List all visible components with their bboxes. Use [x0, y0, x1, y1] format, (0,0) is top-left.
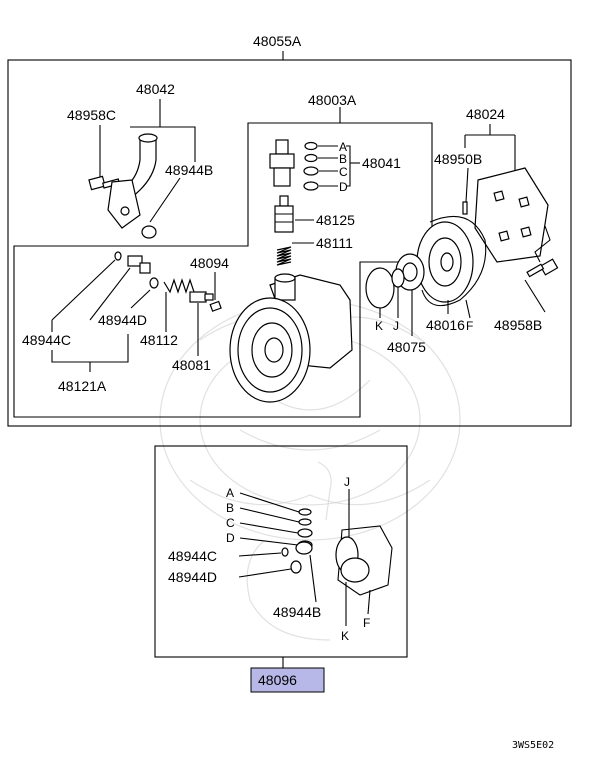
cam-ring-48016 [416, 221, 474, 303]
kit-label-F: F [363, 616, 370, 630]
kit-label-box [250, 667, 325, 693]
pump-body [269, 273, 353, 369]
kit-o-ring-48944B [295, 541, 313, 555]
label-48003A: 48003A [308, 92, 357, 108]
label-48081: 48081 [172, 357, 211, 373]
kit-label-C: C [226, 516, 235, 530]
kit-label-B: B [226, 501, 234, 515]
label-48094: 48094 [190, 255, 229, 271]
pin-48950B [462, 201, 468, 215]
kit-label-J: J [344, 475, 350, 489]
drawing-code: 3WS5E02 [512, 740, 554, 751]
o-ring-48944B-top [141, 225, 157, 239]
label-48950B: 48950B [434, 151, 482, 167]
assembly-label: 48055A [253, 33, 302, 49]
seal-set-A-D [303, 141, 319, 191]
kit-gasket-F [337, 525, 393, 596]
seal-label-D: D [339, 180, 348, 194]
o-ring-48944C-top [114, 251, 122, 261]
seal-label-B: B [339, 152, 347, 166]
label-48944B-top: 48944B [165, 162, 213, 178]
spool-48125 [274, 195, 294, 233]
pipe-48042 [107, 133, 158, 229]
pulley [229, 297, 311, 403]
seal-label-K: K [375, 319, 383, 333]
kit-label-A: A [226, 486, 234, 500]
label-48075: 48075 [387, 339, 426, 355]
label-48111: 48111 [316, 235, 353, 251]
bolt-48958B [526, 258, 559, 278]
plug-48081 [189, 291, 222, 312]
kit-label-48944B: 48944B [273, 604, 321, 620]
kit-label-48944C: 48944C [168, 548, 217, 564]
spring-48111 [276, 246, 292, 266]
label-48121A: 48121A [58, 378, 107, 394]
seal-label-C: C [339, 165, 348, 179]
kit-label-48944D: 48944D [168, 569, 217, 585]
valve-48041 [269, 139, 295, 187]
label-48041: 48041 [362, 155, 401, 171]
label-48112: 48112 [140, 332, 178, 348]
gasket-F [421, 215, 487, 307]
label-48042: 48042 [136, 81, 175, 97]
label-48958C: 48958C [67, 107, 116, 123]
o-ring-J [391, 268, 405, 288]
label-48125: 48125 [316, 212, 355, 228]
seal-label-J: J [393, 319, 399, 333]
fitting-48121A [127, 255, 151, 274]
kit-o-ring-48944C [281, 547, 289, 557]
label-48958B: 48958B [494, 317, 542, 333]
o-ring-48944D-top [149, 277, 159, 289]
rear-cover-48024 [474, 167, 549, 263]
kit-frame [154, 445, 408, 658]
label-48944C-top: 48944C [22, 332, 71, 348]
seal-label-A: A [339, 140, 347, 154]
kit-o-ring-K [340, 557, 370, 583]
spring-48112 [163, 278, 195, 294]
kit-label: 48096 [258, 672, 297, 688]
kit-label-K: K [341, 629, 349, 643]
o-ring-K [365, 267, 395, 309]
kit-label-D: D [226, 531, 235, 545]
label-48016: 48016 [426, 317, 465, 333]
kit-o-ring-48944D [290, 560, 302, 574]
gasket-label-F: F [466, 319, 473, 333]
label-48024: 48024 [466, 106, 505, 122]
assembly-frame [7, 59, 572, 427]
label-48944D-top: 48944D [98, 312, 147, 328]
